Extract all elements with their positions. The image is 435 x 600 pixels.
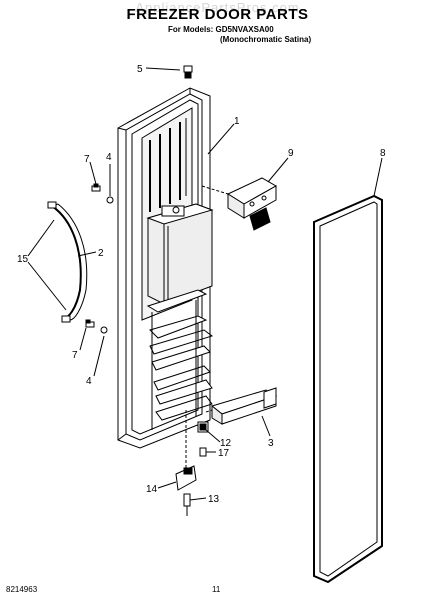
freezer-door-panel bbox=[117, 87, 214, 449]
callout-8: 8 bbox=[380, 148, 386, 159]
callout-15: 15 bbox=[17, 254, 29, 265]
callout-17: 17 bbox=[218, 448, 230, 459]
callout-labels: 5 1 9 8 7 4 2 15 7 4 3 12 17 14 13 bbox=[17, 64, 386, 505]
callout-3: 3 bbox=[268, 438, 274, 449]
door-bin bbox=[205, 387, 278, 425]
callout-14: 14 bbox=[146, 484, 158, 495]
callout-2: 2 bbox=[98, 248, 104, 259]
model-line: For Models: GD5NVAXSA00 bbox=[168, 25, 274, 34]
lower-hinge-pin bbox=[185, 410, 209, 470]
document-number: 8214963 bbox=[6, 585, 38, 594]
callout-1: 1 bbox=[234, 116, 240, 127]
page-number: 11 bbox=[212, 585, 221, 594]
lower-handle-screw bbox=[85, 319, 108, 334]
top-screw bbox=[183, 65, 193, 79]
door-handle bbox=[47, 201, 88, 323]
callout-12: 12 bbox=[220, 438, 232, 449]
leader-lines bbox=[27, 67, 383, 501]
callout-4-upper: 4 bbox=[106, 152, 112, 163]
watermark: AppliancePartsPros.com bbox=[135, 0, 300, 15]
callout-5: 5 bbox=[137, 64, 143, 75]
model-color-line: (Monochromatic Satina) bbox=[220, 35, 312, 44]
callout-4-lower: 4 bbox=[86, 376, 92, 387]
callout-9: 9 bbox=[288, 148, 294, 159]
callout-7-lower: 7 bbox=[72, 350, 78, 361]
callout-7-upper: 7 bbox=[84, 154, 90, 165]
hinge-bracket bbox=[201, 177, 278, 231]
callout-13: 13 bbox=[208, 494, 220, 505]
door-gasket bbox=[313, 194, 383, 584]
lower-hinge bbox=[175, 465, 197, 516]
page-title: FREEZER DOOR PARTS bbox=[126, 6, 309, 23]
model-info: For Models: GD5NVAXSA00 (Monochromatic S… bbox=[168, 25, 311, 45]
